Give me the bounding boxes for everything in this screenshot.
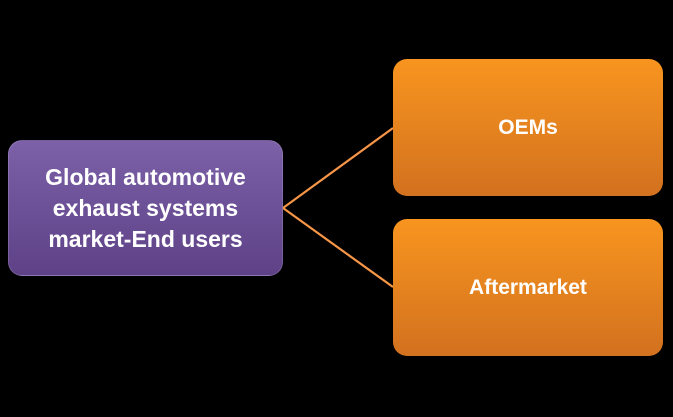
child-node-oems-label: OEMs xyxy=(498,115,558,139)
child-node-oems: OEMs xyxy=(393,59,663,196)
connector-line-oems xyxy=(282,127,394,209)
child-node-aftermarket-label: Aftermarket xyxy=(469,275,587,299)
child-node-aftermarket: Aftermarket xyxy=(393,219,663,356)
connector-line-aftermarket xyxy=(282,207,394,288)
root-node-label: Global automotive exhaust systems market… xyxy=(45,163,246,252)
root-node: Global automotive exhaust systems market… xyxy=(8,140,283,276)
